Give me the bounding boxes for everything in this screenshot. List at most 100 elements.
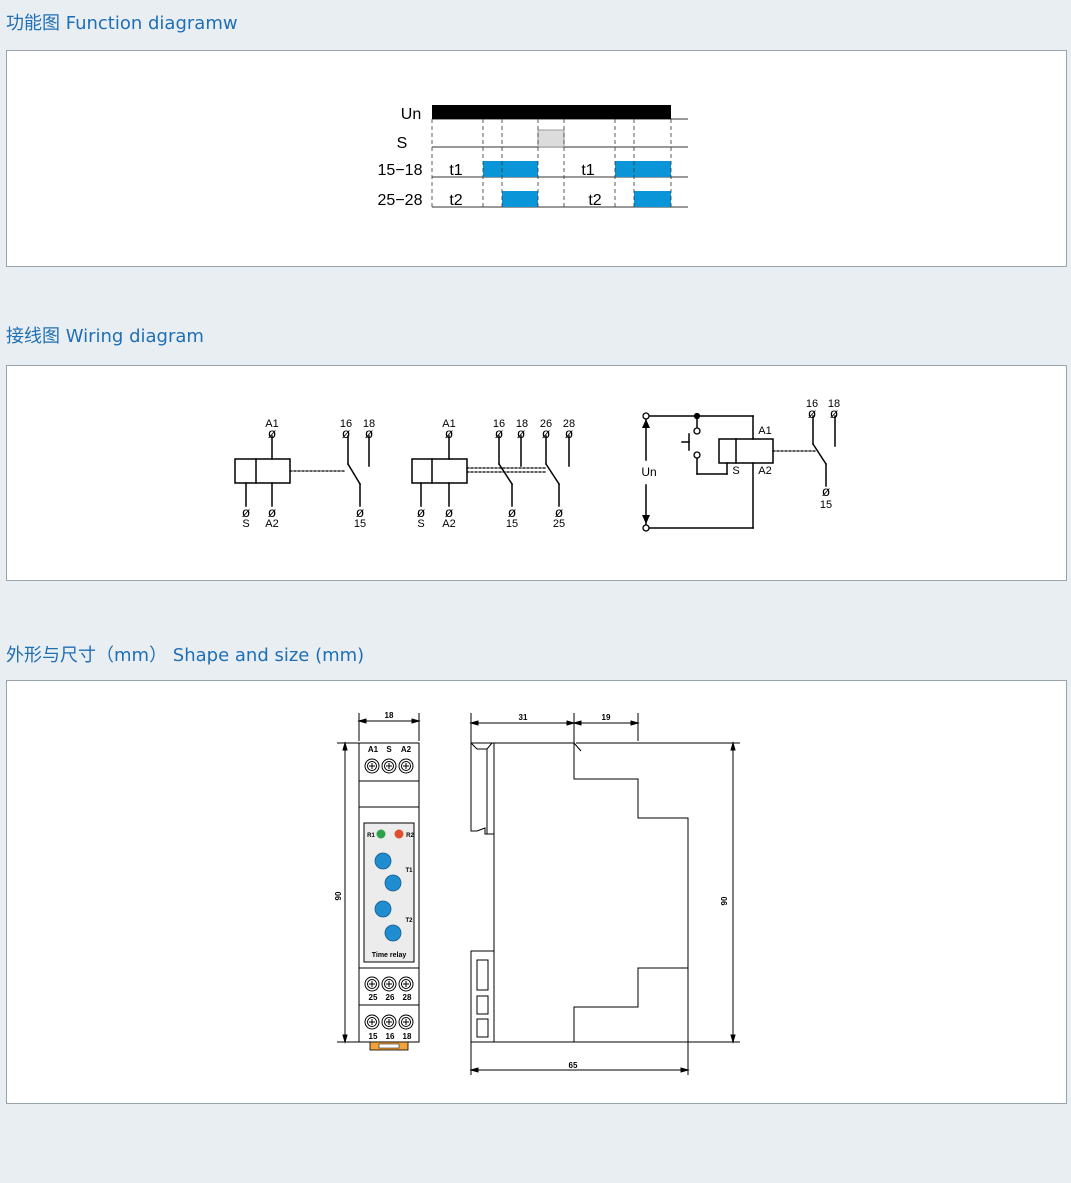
- relay1-pulse-1: [483, 161, 538, 177]
- screw-symbol: ø: [565, 425, 574, 441]
- screw-symbol: ø: [268, 504, 277, 520]
- terminal-15: 15: [369, 1032, 378, 1041]
- t1-label-1: t1: [449, 162, 462, 179]
- dial-label-t2: T2: [405, 918, 413, 924]
- dim-width: 18: [385, 711, 394, 720]
- screw-symbol: ø: [356, 504, 365, 520]
- dial-t1-range: [374, 852, 392, 870]
- shape-size-title: 外形与尺寸（mm） Shape and size (mm): [6, 645, 365, 666]
- terminal-a2: A2: [401, 745, 412, 754]
- wiring-diagram: A1 S A2 16 18 15 ø ø ø ø ø ø: [234, 398, 840, 532]
- dial-labels: T1 T2: [405, 868, 413, 924]
- wiring-diagram-3: [642, 415, 836, 529]
- function-diagram: Un S 15−18 25−28 t1 t1 t2: [378, 105, 688, 209]
- dial-t2-percent: [384, 924, 402, 942]
- shape-size-panel: A1 S A2 R1 R2 T1 T2: [6, 680, 1067, 1104]
- terminal-16: 16: [386, 1032, 395, 1041]
- trigger-pulse: [537, 129, 565, 148]
- screw-symbol: ø: [365, 425, 374, 441]
- dial-t2-range: [374, 900, 392, 918]
- dim-height-side: 90: [720, 896, 729, 905]
- row-label-25-28: 25−28: [378, 192, 423, 209]
- wiring-diagram-panel: A1 S A2 16 18 15 ø ø ø ø ø ø: [6, 365, 1067, 581]
- screw-symbol: ø: [242, 504, 251, 520]
- screw-symbol: ø: [508, 504, 517, 520]
- t2-label-1: t2: [449, 192, 462, 209]
- wiring-diagram-1: [234, 435, 370, 507]
- dial-t1-percent: [384, 874, 402, 892]
- wiring-diagram-2: [411, 435, 570, 507]
- terminal-a1: A1: [368, 745, 379, 754]
- terminal-25: 25: [369, 993, 378, 1002]
- wiring-diagram-2-labels: A1 S A2 16 18 26 28 15 25 ø ø ø ø ø ø ø …: [417, 418, 575, 530]
- relay1-pulse-2: [615, 161, 671, 177]
- terminal-s: S: [417, 518, 424, 530]
- terminal-a2: A2: [442, 518, 455, 530]
- relay2-pulse-1: [502, 191, 538, 207]
- terminal-15: 15: [506, 518, 518, 530]
- screw-symbol: ø: [808, 405, 817, 421]
- terminal-26: 26: [386, 993, 395, 1002]
- row-label-15-18: 15−18: [378, 162, 423, 179]
- dim-height-front: 90: [334, 891, 343, 900]
- terminal-16: 16: [340, 418, 352, 430]
- terminal-s: S: [242, 518, 249, 530]
- dim-depth-a: 31: [519, 713, 528, 722]
- top-screw-terminals: [364, 758, 414, 774]
- led-r2: [394, 829, 404, 839]
- din-clip-slot: [378, 1043, 400, 1049]
- dim-depth-b: 19: [602, 713, 611, 722]
- terminal-a2: A2: [265, 518, 278, 530]
- top-terminal-labels: A1 S A2: [368, 745, 412, 754]
- terminal-18: 18: [516, 418, 528, 430]
- terminal-a1: A1: [265, 418, 278, 430]
- wiring-diagram-3-labels: Un A1 S A2 16 18 15 ø ø ø: [641, 398, 840, 511]
- led-r1: [376, 829, 386, 839]
- terminal-26: 26: [540, 418, 552, 430]
- timing-guides: [431, 119, 672, 207]
- terminal-a2: A2: [758, 465, 771, 477]
- t2-label-2: t2: [588, 192, 601, 209]
- led-label-r2: R2: [406, 833, 414, 839]
- leds: R1 R2: [367, 829, 414, 839]
- screw-symbol: ø: [417, 504, 426, 520]
- shape-drawing: A1 S A2 R1 R2 T1 T2: [334, 711, 740, 1075]
- row-label-s: S: [397, 135, 408, 152]
- led-label-r1: R1: [367, 833, 375, 839]
- function-diagram-title: 功能图 Function diagramw: [6, 13, 238, 34]
- terminal-s: S: [732, 465, 739, 477]
- wiring-diagram-1-labels: A1 S A2 16 18 15 ø ø ø ø ø ø: [242, 418, 375, 530]
- terminal-16: 16: [493, 418, 505, 430]
- dim-total-depth: 65: [569, 1061, 578, 1070]
- screw-symbol: ø: [495, 425, 504, 441]
- terminal-18: 18: [363, 418, 375, 430]
- function-diagram-panel: Un S 15−18 25−28 t1 t1 t2: [6, 50, 1067, 267]
- side-view: [469, 713, 740, 1075]
- screw-symbol: ø: [555, 504, 564, 520]
- terminal-15: 15: [354, 518, 366, 530]
- terminal-15: 15: [820, 499, 832, 511]
- dials: [374, 852, 402, 942]
- t1-label-2: t1: [581, 162, 594, 179]
- terminal-18: 18: [828, 398, 840, 410]
- screw-symbol: ø: [268, 425, 277, 441]
- screw-symbol: ø: [445, 504, 454, 520]
- row-label-un: Un: [401, 106, 421, 123]
- dial-label-t1: T1: [405, 868, 413, 874]
- relay2-pulse-2: [634, 191, 671, 207]
- wiring-diagram-3-nodes: [642, 412, 701, 532]
- wiring-diagram-title: 接线图 Wiring diagram: [6, 326, 204, 347]
- bottom-screw-terminals: [364, 976, 414, 1030]
- screw-symbol: ø: [517, 425, 526, 441]
- screw-symbol: ø: [542, 425, 551, 441]
- terminal-28: 28: [403, 993, 412, 1002]
- product-label: Time relay: [372, 952, 407, 959]
- screw-symbol: ø: [445, 425, 454, 441]
- supply-bar: [432, 105, 671, 119]
- screw-symbol: ø: [822, 483, 831, 499]
- terminal-16: 16: [806, 398, 818, 410]
- screw-symbol: ø: [342, 425, 351, 441]
- bottom-terminal-labels: 25 26 28 15 16 18: [369, 993, 412, 1041]
- terminal-25: 25: [553, 518, 565, 530]
- terminal-s: S: [386, 745, 392, 754]
